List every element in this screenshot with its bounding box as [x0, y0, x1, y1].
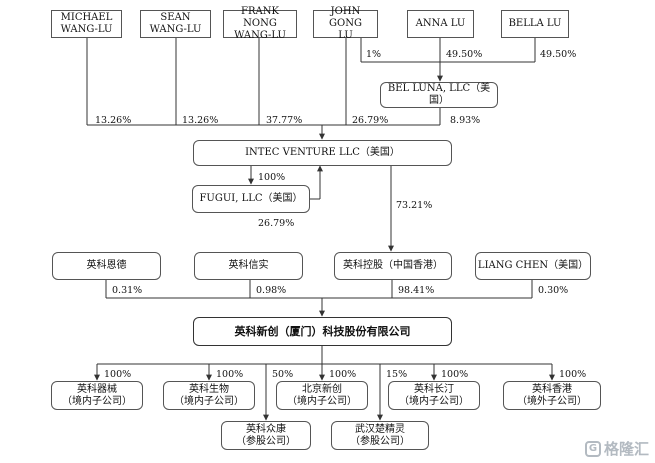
pct-liang-chen: 0.30% — [538, 285, 569, 296]
intec-venture-llc: INTEC VENTURE LLC（美国） — [193, 140, 452, 166]
shareholder-sean-wang-lu: SEAN WANG-LU — [140, 10, 211, 38]
pct-yingke-holdings-hk: 98.41% — [398, 285, 435, 296]
pct-sub-yingke-changting: 100% — [441, 369, 469, 380]
shareholder-anna-lu: ANNA LU — [407, 10, 474, 38]
pct-intec-to-yingke-holdings: 73.21% — [396, 200, 433, 211]
pct-yingke-xinshi: 0.98% — [256, 285, 287, 296]
shareholder-john-gong-lu: JOHN GONG LU — [313, 6, 378, 41]
associate-wuhan-chujingling: 武汉楚精灵 （参股公司） — [331, 421, 429, 450]
shareholder-michael-wang-lu: MICHAEL WANG-LU — [51, 10, 122, 38]
pct-john-to-intec: 26.79% — [352, 115, 389, 126]
shareholder-liang-chen: LIANG CHEN（美国） — [475, 252, 591, 280]
subsidiary-yingke-changting: 英科长汀 （境内子公司） — [388, 381, 480, 410]
pct-bella-to-bel-luna: 49.50% — [540, 49, 577, 60]
bel-luna-llc: BEL LUNA, LLC（美国） — [380, 82, 498, 108]
subsidiary-beijing-xinchuang: 北京新创 （境内子公司） — [276, 381, 368, 410]
pct-assoc-yingke-zhongkang: 50% — [272, 369, 294, 380]
pct-sub-beijing-xinchuang: 100% — [329, 369, 357, 380]
pct-frank-to-intec: 37.77% — [266, 115, 303, 126]
pct-sean-to-intec: 13.26% — [182, 115, 219, 126]
pct-sub-yingke-qixie: 100% — [104, 369, 132, 380]
watermark-text: 格隆汇 — [603, 440, 649, 458]
pct-bel-luna-to-intec: 8.93% — [450, 115, 481, 126]
subsidiary-yingke-hk: 英科香港 （境外子公司） — [503, 381, 601, 410]
pct-john-to-bel-luna: 1% — [366, 49, 382, 60]
pct-intec-to-fugui: 100% — [258, 172, 286, 183]
pct-anna-to-bel-luna: 49.50% — [446, 49, 483, 60]
pct-fugui-to-intec: 26.79% — [258, 218, 295, 229]
pct-sub-yingke-hk: 100% — [559, 369, 587, 380]
subsidiary-yingke-qixie: 英科器械 （境内子公司） — [51, 381, 143, 410]
pct-sub-yingke-shengwu: 100% — [216, 369, 244, 380]
company-yingke-xinchuang: 英科新创（厦门）科技股份有限公司 — [193, 317, 452, 346]
pct-michael-to-intec: 13.26% — [95, 115, 132, 126]
shareholder-bella-lu: BELLA LU — [501, 10, 569, 38]
pct-yingke-ende: 0.31% — [112, 285, 143, 296]
fugui-llc: FUGUI, LLC（美国） — [192, 185, 310, 213]
gelonghui-logo-icon: G — [584, 440, 601, 457]
shareholder-yingke-xinshi: 英科信实 — [194, 252, 303, 280]
shareholder-frank-nong-wang-lu: FRANK NONG WANG-LU — [223, 6, 297, 41]
shareholder-yingke-holdings-hk: 英科控股（中国香港） — [334, 252, 452, 280]
pct-assoc-wuhan-chujingling: 15% — [386, 369, 408, 380]
associate-yingke-zhongkang: 英科众康 （参股公司） — [221, 421, 311, 450]
shareholder-yingke-ende: 英科恩德 — [52, 252, 161, 280]
subsidiary-yingke-shengwu: 英科生物 （境内子公司） — [163, 381, 255, 410]
watermark: G 格隆汇 — [584, 438, 649, 459]
